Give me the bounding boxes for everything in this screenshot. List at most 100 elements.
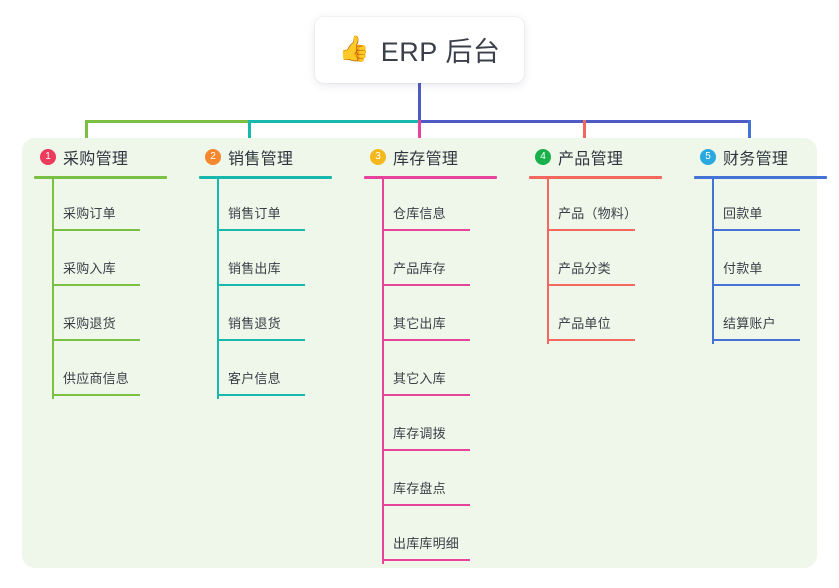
branch-items: 产品（物料） 产品分类产品单位	[517, 176, 682, 344]
branch-header-4[interactable]: 4 产品管理	[517, 138, 682, 176]
branch-item-label: 采购入库	[63, 261, 116, 276]
branch-item-underline	[547, 229, 635, 231]
branch-item-underline	[382, 449, 470, 451]
branch-spine	[52, 179, 54, 399]
branch-number-badge: 4	[535, 149, 551, 165]
branch-item-underline	[382, 559, 470, 561]
branch-item[interactable]: 采购退货	[22, 286, 187, 341]
branch-item[interactable]: 其它入库	[352, 341, 517, 396]
branch-item[interactable]: 产品库存	[352, 231, 517, 286]
branch-item[interactable]: 其它出库	[352, 286, 517, 341]
branch-number-badge: 1	[40, 149, 56, 165]
branch-column-5: 5 财务管理回款单付款单结算账户	[682, 138, 839, 568]
branch-item-label: 采购订单	[63, 206, 116, 221]
branch-column-2: 2 销售管理销售订单销售出库销售退货客户信息	[187, 138, 352, 568]
branch-item-label: 销售退货	[228, 316, 281, 331]
branch-item[interactable]: 产品单位	[517, 286, 682, 341]
branch-item-underline	[52, 284, 140, 286]
root-title: ERP 后台	[380, 36, 501, 67]
branch-item[interactable]: 仓库信息	[352, 176, 517, 231]
branch-item[interactable]: 供应商信息	[22, 341, 187, 396]
branch-item-underline	[382, 229, 470, 231]
branch-item-label: 产品（物料）	[558, 206, 638, 221]
branch-item-label: 产品库存	[393, 261, 446, 276]
root-node-card[interactable]: 👍 ERP 后台	[315, 17, 524, 83]
branch-underline	[694, 176, 827, 179]
branch-spine	[547, 179, 549, 344]
branch-item[interactable]: 采购订单	[22, 176, 187, 231]
branch-spine	[217, 179, 219, 399]
branch-item[interactable]: 产品分类	[517, 231, 682, 286]
branches-panel	[22, 138, 817, 568]
branch-item[interactable]: 采购入库	[22, 231, 187, 286]
branch-item-label: 结算账户	[723, 316, 776, 331]
branch-item[interactable]: 销售出库	[187, 231, 352, 286]
branch-item[interactable]: 回款单	[682, 176, 839, 231]
branch-items: 仓库信息产品库存其它出库其它入库库存调拨库存盘点出库库明细	[352, 176, 517, 564]
branch-underline	[34, 176, 167, 179]
branch-item-underline	[712, 284, 800, 286]
branch-header-1[interactable]: 1 采购管理	[22, 138, 187, 176]
branch-header-3[interactable]: 3 库存管理	[352, 138, 517, 176]
branch-item-underline	[52, 229, 140, 231]
branch-item[interactable]: 出库库明细	[352, 506, 517, 561]
root-node-content: 👍 ERP 后台	[339, 30, 501, 69]
branch-item-label: 其它入库	[393, 371, 446, 386]
branch-item-label: 销售订单	[228, 206, 281, 221]
branch-items: 回款单付款单结算账户	[682, 176, 839, 344]
branch-items: 采购订单采购入库采购退货供应商信息	[22, 176, 187, 399]
branch-item-underline	[217, 339, 305, 341]
branch-item[interactable]: 销售订单	[187, 176, 352, 231]
branch-item-label: 采购退货	[63, 316, 116, 331]
branch-column-3: 3 库存管理仓库信息产品库存其它出库其它入库库存调拨库存盘点出库库明细	[352, 138, 517, 568]
branch-column-4: 4 产品管理产品（物料） 产品分类产品单位	[517, 138, 682, 568]
branch-item-underline	[382, 394, 470, 396]
branch-item-label: 产品单位	[558, 316, 611, 331]
branch-item-label: 仓库信息	[393, 206, 446, 221]
branch-title: 库存管理	[393, 151, 459, 168]
branch-item-label: 产品分类	[558, 261, 611, 276]
branch-title: 产品管理	[558, 151, 624, 168]
branch-item-underline	[217, 229, 305, 231]
branch-item-label: 客户信息	[228, 371, 281, 386]
branch-title: 财务管理	[723, 151, 789, 168]
branch-item-label: 出库库明细	[393, 536, 460, 551]
branch-columns: 1 采购管理采购订单采购入库采购退货供应商信息 2 销售管理销售订单销售出库销售退货客…	[22, 138, 827, 568]
branch-item[interactable]: 销售退货	[187, 286, 352, 341]
branch-underline	[199, 176, 332, 179]
branch-spine	[382, 179, 384, 564]
branch-items: 销售订单销售出库销售退货客户信息	[187, 176, 352, 399]
branch-item-underline	[712, 339, 800, 341]
branch-item[interactable]: 库存盘点	[352, 451, 517, 506]
branch-item[interactable]: 产品（物料）	[517, 176, 682, 231]
branch-item-underline	[547, 339, 635, 341]
branch-header-2[interactable]: 2 销售管理	[187, 138, 352, 176]
branch-item-label: 库存调拨	[393, 426, 446, 441]
branch-item-underline	[712, 229, 800, 231]
branch-number-badge: 2	[205, 149, 221, 165]
branch-item[interactable]: 结算账户	[682, 286, 839, 341]
branch-column-1: 1 采购管理采购订单采购入库采购退货供应商信息	[22, 138, 187, 568]
branch-item-underline	[382, 284, 470, 286]
branch-item[interactable]: 客户信息	[187, 341, 352, 396]
branch-item-label: 其它出库	[393, 316, 446, 331]
branch-item-underline	[547, 284, 635, 286]
branch-item-label: 供应商信息	[63, 371, 130, 386]
branch-item[interactable]: 付款单	[682, 231, 839, 286]
branch-title: 采购管理	[63, 151, 129, 168]
branch-number-badge: 5	[700, 149, 716, 165]
branch-item-label: 库存盘点	[393, 481, 446, 496]
branch-item-label: 销售出库	[228, 261, 281, 276]
branch-item-underline	[217, 394, 305, 396]
branch-title: 销售管理	[228, 151, 294, 168]
branch-spine	[712, 179, 714, 344]
branch-item[interactable]: 库存调拨	[352, 396, 517, 451]
branch-item-underline	[382, 339, 470, 341]
branch-item-underline	[217, 284, 305, 286]
branch-header-5[interactable]: 5 财务管理	[682, 138, 839, 176]
branch-number-badge: 3	[370, 149, 386, 165]
branch-item-underline	[52, 394, 140, 396]
branch-item-underline	[382, 504, 470, 506]
branch-item-underline	[52, 339, 140, 341]
